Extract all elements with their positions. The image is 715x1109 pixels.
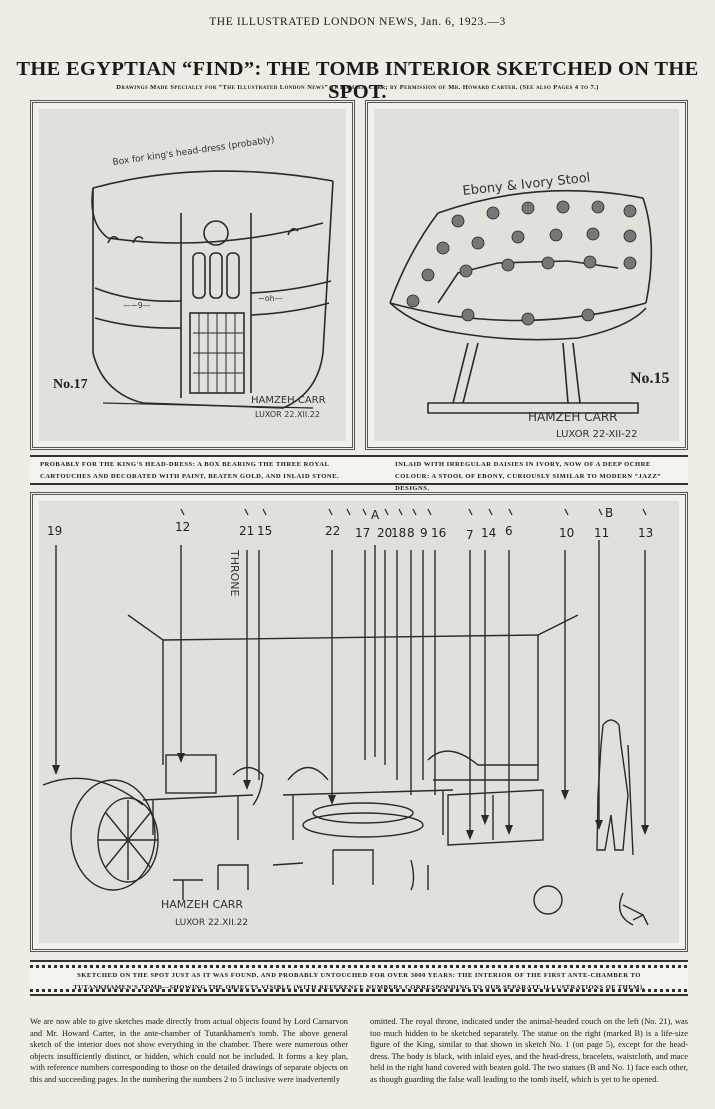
caption-box-panel: Probably for the King's head-dress: a bo… [30,455,688,492]
ref-number: 14 [481,526,496,540]
ref-number: A [371,508,380,522]
article-column-2: omitted. The royal throne, indicated und… [370,1017,688,1084]
tomb-signature-place: LUXOR 22.XII.22 [175,918,248,928]
sketch-panel-stool: Ebony & Ivory Stool No.15 HAMZEH CARR LU… [365,100,688,450]
ref-number: 22 [325,524,340,538]
svg-text:∽oh—: ∽oh— [258,294,283,303]
ref-number: 11 [594,526,609,540]
sketch-panel-tomb: 19 12 21 15 22 17 A 20 18 8 9 16 7 14 6 … [30,492,688,952]
ref-number: B [605,506,613,520]
box-note: Box for king's head-dress (probably) [112,135,275,168]
box-number: No.17 [53,377,88,392]
caption-main: Sketched on the spot just as it was foun… [73,972,645,991]
box-sketch-drawing: Box for king's head-dress (probably) —∽9… [53,135,334,419]
article-column-1: We are now able to give sketches made di… [30,1017,348,1084]
page-headline: THE EGYPTIAN “FIND”: THE TOMB INTERIOR S… [16,58,699,103]
tomb-signature-name: HAMZEH CARR [161,898,243,911]
stool-signature-name: HAMZEH CARR [528,410,618,424]
stool-signature-place: LUXOR 22-XII-22 [556,429,638,440]
ref-number: 6 [505,524,513,538]
ref-number: 18 [391,526,406,540]
masthead: THE ILLUSTRATED LONDON NEWS, Jan. 6, 192… [209,16,506,28]
stool-sketch-drawing: Ebony & Ivory Stool No.15 HAMZEH CARR LU… [389,171,670,440]
caption-box: Probably for the King's head-dress: a bo… [40,461,340,480]
ref-number: 7 [466,528,474,542]
ref-number: 19 [47,524,62,538]
caption-stool: Inlaid with irregular daisies in ivory, … [395,461,662,492]
ref-number: 10 [559,526,574,540]
ref-number: 8 [407,526,415,540]
box-signature-name: HAMZEH CARR [251,395,326,406]
ref-number: 12 [175,520,190,534]
ref-number: 15 [257,524,272,538]
svg-text:—∽9—: —∽9— [123,301,151,310]
drawing-credit: Drawings Made Specially for “The Illustr… [116,84,599,91]
stool-number: No.15 [630,370,670,387]
ref-number: 17 [355,526,370,540]
ref-number: 21 [239,524,254,538]
tomb-interior-drawing: 19 12 21 15 22 17 A 20 18 8 9 16 7 14 6 … [42,506,653,928]
ref-number: 20 [377,526,392,540]
sketch-panel-box: Box for king's head-dress (probably) —∽9… [30,100,355,450]
ref-number: 16 [431,526,446,540]
box-signature-place: LUXOR 22.XII.22 [255,410,320,419]
stool-note: Ebony & Ivory Stool [462,171,591,199]
caption-main-box: Sketched on the spot just as it was foun… [30,960,688,996]
throne-label: THRONE [228,549,241,597]
ref-number: 9 [420,526,428,540]
ref-number: 13 [638,526,653,540]
